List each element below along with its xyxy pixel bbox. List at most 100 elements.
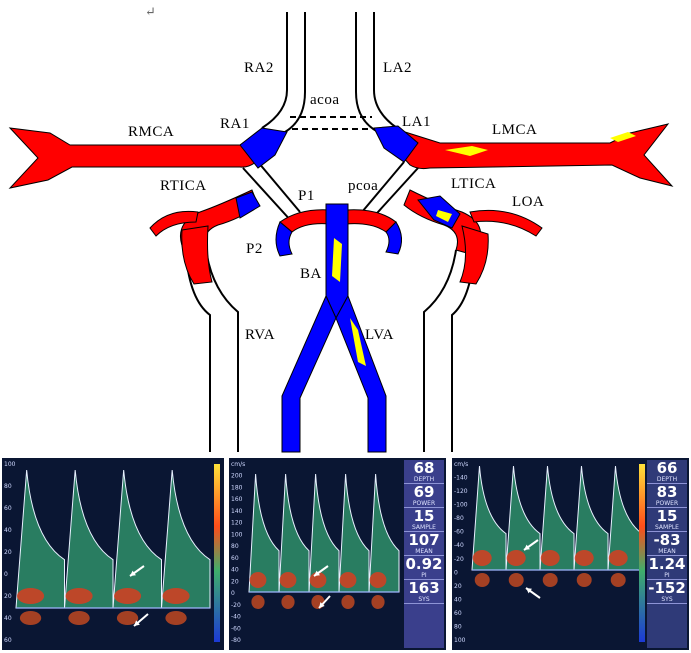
label-lmca: LMCA — [492, 122, 537, 138]
spectrum-envelope — [338, 473, 370, 593]
spectrum-envelope — [112, 469, 162, 609]
spectrum-high-intensity — [279, 572, 297, 588]
spectrum-waveform — [574, 466, 608, 570]
spectrum-reverse-flow — [116, 611, 139, 625]
scale-tick: 60 — [454, 610, 462, 617]
lva-stenosis — [350, 318, 366, 366]
lica-red-siphon — [459, 225, 489, 285]
lmca-stenosis-distal — [610, 132, 636, 142]
scale-tick: 80 — [454, 623, 462, 630]
scale-tick: 60 — [4, 637, 12, 644]
scale-tick: 160 — [231, 496, 243, 503]
spectrum-waveform — [608, 466, 642, 570]
spectrum-high-intensity — [162, 588, 190, 604]
scale-tick: 180 — [231, 484, 243, 491]
scale-tick: cm/s — [231, 461, 245, 468]
spectrum-waveform — [369, 474, 399, 592]
spectrum-envelope — [308, 473, 340, 593]
label-la1: LA1 — [402, 114, 431, 130]
spectrum-waveform — [540, 466, 574, 570]
scale-tick: -120 — [454, 488, 468, 495]
spectrum-high-intensity — [506, 550, 526, 566]
label-rmca: RMCA — [128, 124, 174, 140]
arrow-head — [524, 544, 530, 550]
lmca-vessel — [391, 123, 674, 187]
spectrum-waveform — [161, 470, 210, 608]
arrow-head — [319, 602, 325, 608]
ltica-stenosis — [436, 210, 452, 222]
scale-tick: -60 — [454, 529, 464, 536]
spectrum-reverse-flow — [251, 595, 265, 609]
anterior-cerebral-arteries — [261, 12, 398, 133]
spectrum-high-intensity — [339, 572, 357, 588]
spectrum-reverse-flow — [281, 595, 295, 609]
scale-tick: -140 — [454, 475, 468, 482]
spectrum-envelope — [248, 473, 280, 593]
spectrum-envelope — [63, 469, 114, 609]
rica-red-siphon — [181, 225, 213, 285]
spectrum-reverse-flow — [474, 573, 490, 587]
loa-branch — [469, 209, 543, 237]
spectrum-high-intensity — [309, 572, 327, 588]
spectrum-reverse-flow — [508, 573, 524, 587]
arrow-head — [134, 620, 140, 626]
spectrum-envelope — [471, 465, 507, 571]
spectrum-reverse-flow — [341, 595, 355, 609]
label-pcoa: pcoa — [348, 178, 378, 194]
label-rtica: RTICA — [160, 178, 207, 194]
la1-segment — [373, 125, 419, 163]
spectrum-waveform — [16, 470, 65, 608]
scale-tick: 0 — [454, 569, 458, 576]
label-lva: LVA — [365, 327, 394, 343]
scale-tick: -80 — [454, 515, 464, 522]
scale-tick: 20 — [231, 578, 239, 585]
scale-tick: -40 — [231, 614, 241, 621]
spectrum-waveform — [279, 474, 309, 592]
spectrum-envelope — [539, 465, 575, 571]
arrow-head — [526, 588, 532, 594]
spectrum-high-intensity — [574, 550, 594, 566]
spectrum-envelope — [505, 465, 541, 571]
scale-tick: -80 — [231, 637, 241, 644]
spectrum-high-intensity — [540, 550, 560, 566]
spectrum-reverse-flow — [371, 595, 385, 609]
spectrum-waveform — [113, 470, 162, 608]
doppler-spectrum-middle: cm/s200180160140120100806040200-20-40-60… — [231, 461, 400, 644]
spectrum-waveform — [472, 466, 506, 570]
acoa-vessel — [290, 116, 372, 130]
scale-tick: 0 — [4, 571, 8, 578]
rp2-segment — [275, 221, 293, 257]
scale-tick: 80 — [4, 483, 12, 490]
spectrum-high-intensity — [249, 572, 267, 588]
lva-vessel — [335, 294, 387, 453]
label-ra2: RA2 — [244, 60, 274, 76]
spectrum-reverse-flow — [311, 595, 325, 609]
spectrum-envelope — [368, 473, 400, 593]
r-oa-branch — [149, 210, 199, 237]
scale-tick: 60 — [231, 555, 239, 562]
arrow-head — [130, 570, 136, 576]
spectrum-high-intensity — [369, 572, 387, 588]
rtica-blue-segment — [235, 191, 261, 219]
spectrum-reverse-flow — [68, 611, 90, 625]
spectrum-envelope — [15, 469, 65, 609]
spectrum-reverse-flow — [542, 573, 558, 587]
scale-tick: 100 — [454, 637, 466, 644]
arrow-head — [314, 570, 320, 576]
lmca-stenosis — [445, 146, 488, 156]
lp2-segment — [385, 221, 402, 255]
label-rva: RVA — [245, 327, 275, 343]
